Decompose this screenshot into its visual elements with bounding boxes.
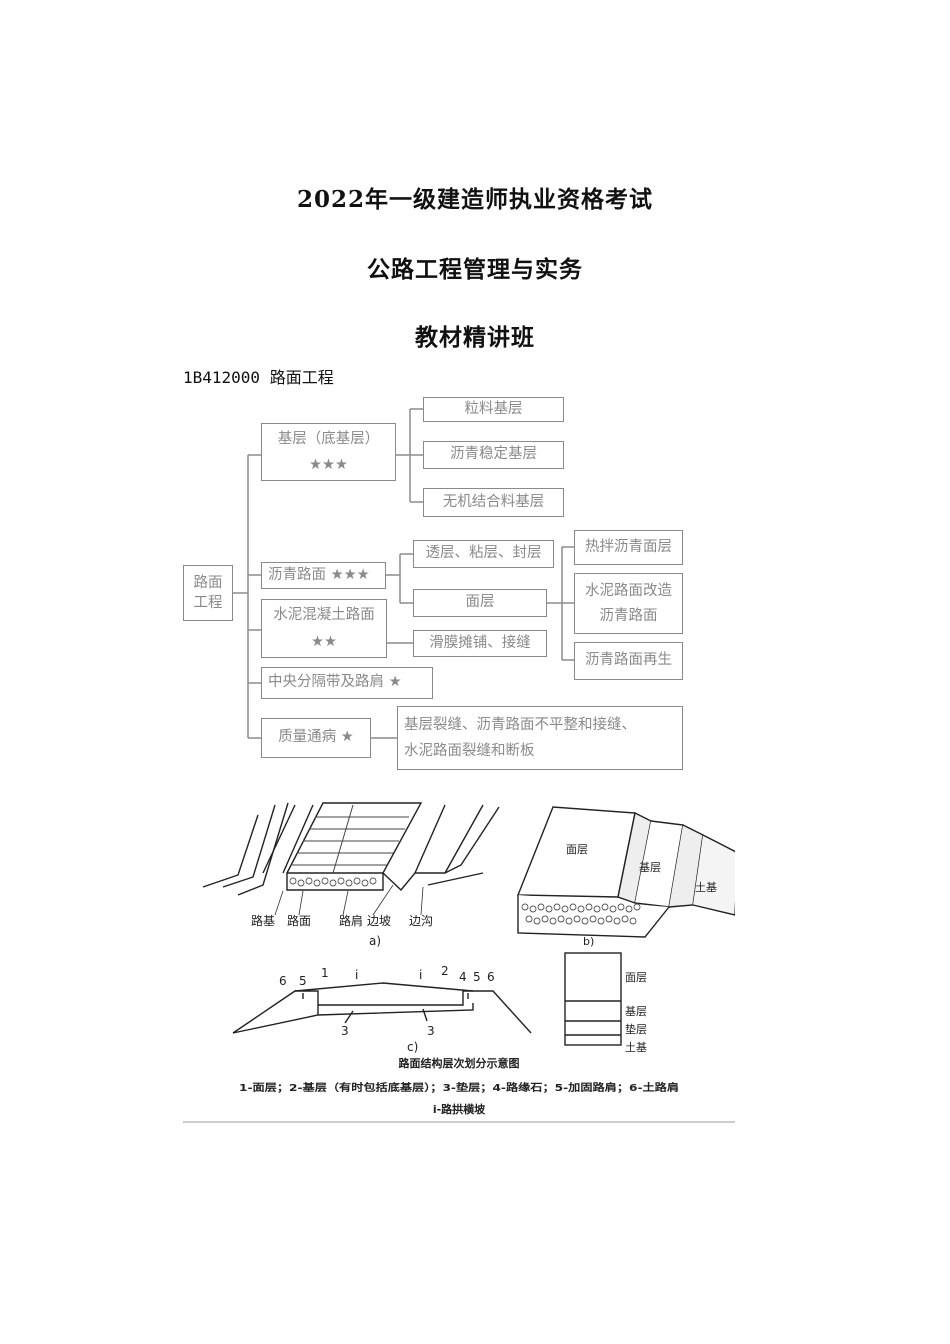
figure-caption-slope: i-路拱横坡 (433, 1102, 486, 1116)
node-asphalt-pavement: 沥青路面 ★★★ (261, 562, 386, 589)
c-num-3-left: 3 (341, 1024, 349, 1038)
node-quality-defects: 质量通病 ★ (261, 718, 371, 758)
label-b-surface: 面层 (566, 843, 588, 856)
c-num-1: 1 (321, 966, 329, 980)
label-b-subgrade: 土基 (695, 881, 717, 894)
figure-a (202, 802, 500, 896)
label-c: c) (407, 1040, 418, 1054)
c-num-2: 2 (441, 964, 449, 978)
label-slope: 边坡 (367, 914, 391, 928)
node-base-layer: 基层（底基层）★★★ (261, 423, 396, 481)
node-concrete-pavement: 水泥混凝土路面★★ (261, 599, 387, 658)
node-coat-layers: 透层、粘层、封层 (413, 540, 554, 568)
figure-caption-title: 路面结构层次划分示意图 (399, 1056, 520, 1070)
node-surface-layer: 面层 (413, 589, 547, 617)
document-title: 2022年一级建造师执业资格考试 (296, 186, 653, 213)
node-road-surface: 路面工程 (183, 565, 233, 621)
c-num-5-left: 5 (299, 974, 307, 988)
node-hot-mix-asphalt: 热拌沥青面层 (574, 530, 683, 565)
label-a: a) (369, 934, 381, 948)
node-concrete-to-asphalt: 水泥路面改造沥青路面 (574, 573, 683, 634)
c-num-3-right: 3 (427, 1024, 435, 1038)
node-asphalt-stabilized-base: 沥青稳定基层 (423, 441, 564, 469)
node-inorganic-binder-base: 无机结合料基层 (423, 488, 564, 517)
label-pavement: 路面 (287, 913, 311, 928)
node-quality-detail: 基层裂缝、沥青路面不平整和接缝、水泥路面裂缝和断板 (397, 706, 683, 770)
node-slipform-paving: 滑膜摊铺、接缝 (413, 630, 547, 657)
figure-b (516, 806, 735, 938)
tree-connectors (232, 408, 574, 739)
subject-title: 公路工程管理与实务 (367, 256, 583, 283)
label-b: b) (583, 935, 594, 948)
c-num-4: 4 (459, 970, 467, 984)
figure-c-column (564, 952, 622, 1046)
node-asphalt-recycling: 沥青路面再生 (574, 642, 683, 680)
c-side-base: 基层 (625, 1005, 647, 1018)
c-num-i-left: i (355, 968, 358, 982)
figure-caption-legend: 1-面层；2-基层（有时包括底基层）；3-垫层；4-路缘石；5-加固路肩；6-土… (239, 1081, 679, 1094)
label-roadbed: 路基 (251, 913, 275, 928)
course-title: 教材精讲班 (415, 324, 535, 351)
node-granular-base: 粒料基层 (423, 397, 564, 422)
c-num-5-right: 5 (473, 970, 481, 984)
section-heading: 1B412000 路面工程 (183, 368, 334, 387)
node-median-shoulder: 中央分隔带及路肩 ★ (261, 667, 433, 699)
label-b-base: 基层 (639, 861, 661, 874)
c-side-subgrade: 土基 (625, 1041, 647, 1054)
c-num-i-right: i (419, 968, 422, 982)
c-side-surface: 面层 (625, 971, 647, 984)
c-side-cushion: 垫层 (625, 1022, 647, 1036)
c-num-6-right: 6 (487, 970, 495, 984)
label-shoulder: 路肩 (339, 913, 363, 928)
label-ditch: 边沟 (409, 914, 433, 928)
pavement-structure-figure: 路基 路面 路肩 边坡 边沟 a) 面层 基层 土基 b) (183, 802, 735, 1123)
c-num-6-left: 6 (279, 974, 287, 988)
figure-c (232, 982, 532, 1034)
